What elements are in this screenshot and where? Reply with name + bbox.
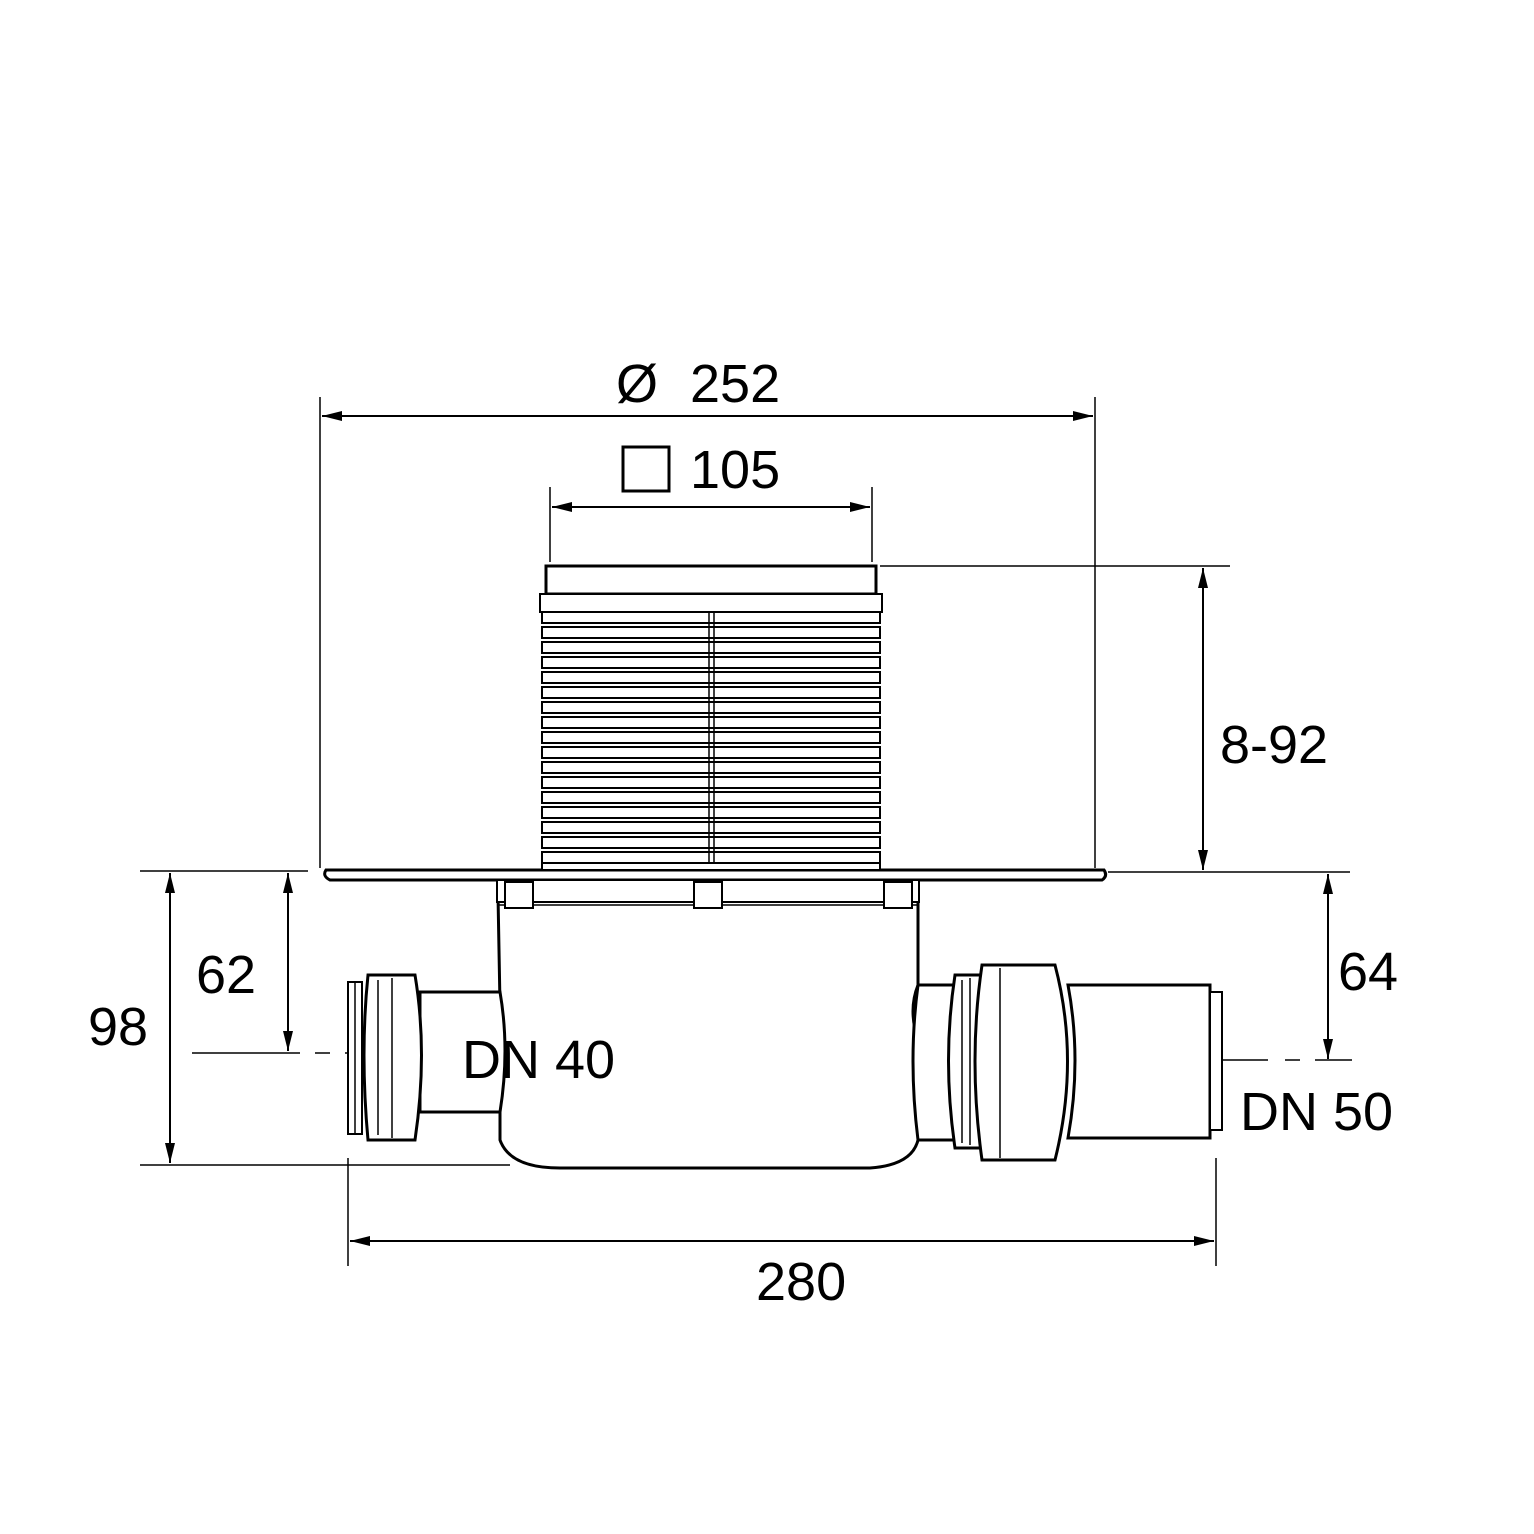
dimension-labels: Ø 252 105 8-92 98 62 64 280 DN 40 DN 50: [88, 354, 1398, 1312]
label-outlet-left: DN 40: [462, 1030, 615, 1090]
flange-plate: [323, 868, 1108, 882]
ribbed-adjuster: [541, 611, 881, 871]
diameter-symbol: Ø: [616, 354, 658, 414]
extension-lines: [140, 397, 1350, 1266]
outlet-left: [347, 973, 507, 1142]
square-symbol: [621, 445, 671, 493]
dimension-lines: [165, 411, 1333, 1246]
drain-body: [323, 564, 1223, 1170]
dim-right-outlet-value: 64: [1338, 942, 1398, 1002]
dim-length-value: 280: [756, 1252, 846, 1312]
label-outlet-right: DN 50: [1240, 1082, 1393, 1142]
dim-diameter-value: 252: [690, 354, 780, 414]
dim-left-outlet-value: 62: [196, 945, 256, 1005]
dim-square-value: 105: [690, 440, 780, 500]
dim-height-adjust-value: 8-92: [1220, 715, 1328, 775]
dim-left-total-value: 98: [88, 997, 148, 1057]
top-frame: [544, 564, 878, 596]
outlet-right: [911, 963, 1223, 1162]
